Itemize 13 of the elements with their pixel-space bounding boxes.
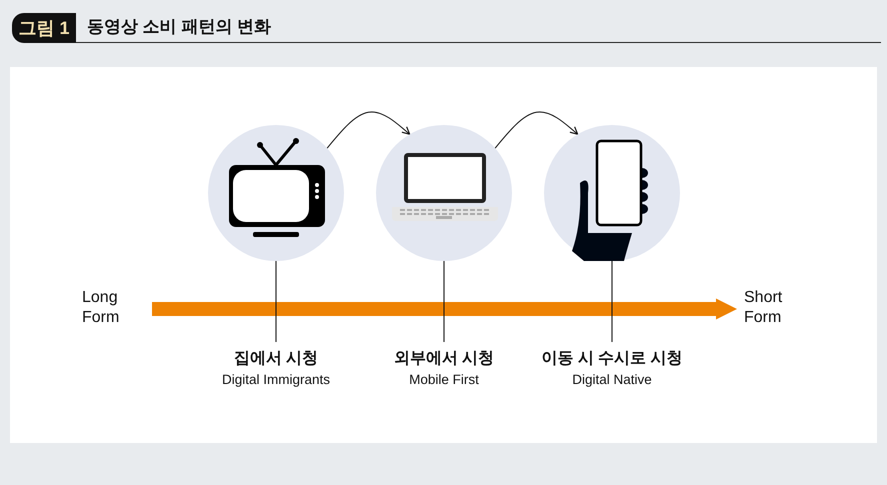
viewing-place-label: 이동 시 수시로 시청 xyxy=(540,349,684,369)
curved-arrow xyxy=(326,112,410,149)
generation-label: Digital Native xyxy=(571,371,653,389)
generation-label: Mobile First xyxy=(408,371,480,389)
form-label: Short Form xyxy=(744,288,784,328)
curved-arrow xyxy=(494,112,578,149)
form-label: Long Form xyxy=(82,288,120,328)
figure-number: 그림 1 xyxy=(12,13,76,43)
viewing-place-label: 외부에서 시청 xyxy=(392,349,496,369)
diagram-title: 동영상 소비 패턴의 변화 xyxy=(87,16,272,38)
timeline-arrow xyxy=(152,298,737,320)
viewing-place-label: 집에서 시청 xyxy=(232,349,320,369)
generation-label: Digital Immigrants xyxy=(220,371,332,389)
